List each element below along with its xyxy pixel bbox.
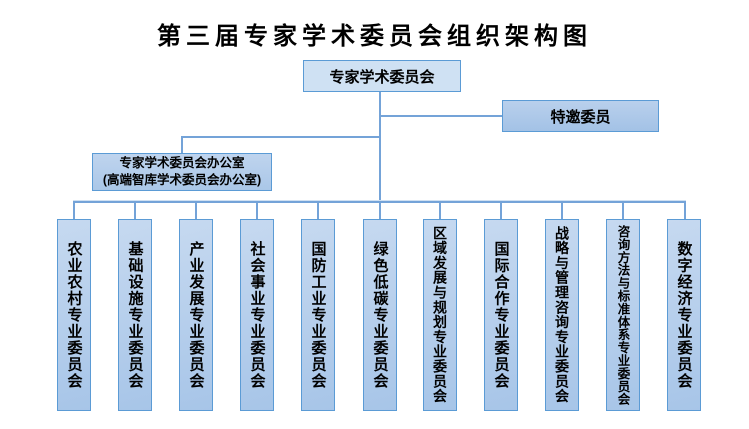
committee-label: 国际合作专业委员会 [492,240,510,390]
committee-label: 国防工业专业委员会 [309,240,327,390]
connector-drop-8 [500,201,502,219]
root-box: 专家学术委员会 [303,60,461,92]
committee-label: 基础设施专业委员会 [126,240,144,390]
connector-drop-4 [256,201,258,219]
connector-office-horizontal [181,136,380,138]
connector-drop-6 [379,201,381,219]
committee-label: 区域发展与规划专业委员会 [432,226,448,404]
connector-drop-10 [622,201,624,219]
connector-office-vertical [181,136,183,153]
connector-drop-2 [134,201,136,219]
connector-drop-3 [195,201,197,219]
committee-label: 战略与管理咨询专业委员会 [554,226,570,404]
committee-box-agriculture-rural: 农业农村专业委员会 [57,219,91,411]
committee-box-infrastructure: 基础设施专业委员会 [118,219,152,411]
committee-box-strategy-management-consulting: 战略与管理咨询专业委员会 [545,219,579,411]
committee-label: 咨询方法与标准体系专业委员会 [615,224,630,406]
connector-drop-5 [317,201,319,219]
connector-special-horizontal [380,115,502,117]
committee-box-consulting-methods-standards: 咨询方法与标准体系专业委员会 [606,219,640,411]
committee-label: 农业农村专业委员会 [65,240,83,390]
committee-box-green-low-carbon: 绿色低碳专业委员会 [363,219,397,411]
office-box: 专家学术委员会办公室 (高端智库学术委员会办公室) [92,153,272,191]
committee-box-international-cooperation: 国际合作专业委员会 [484,219,518,411]
connector-root-vertical [379,92,381,202]
office-label-line1: 专家学术委员会办公室 [119,156,245,171]
special-member-label: 特邀委员 [550,108,611,126]
connector-drop-9 [561,201,563,219]
root-box-label: 专家学术委员会 [329,68,435,86]
office-label-line2: (高端智库学术委员会办公室) [102,173,262,187]
connector-drop-7 [439,201,441,219]
committee-box-digital-economy: 数字经济专业委员会 [667,219,701,411]
connector-drop-11 [684,201,686,219]
committee-box-regional-development-planning: 区域发展与规划专业委员会 [423,219,457,411]
committee-box-defense-industry: 国防工业专业委员会 [301,219,335,411]
special-member-box: 特邀委员 [502,100,659,132]
committee-box-social-affairs: 社会事业专业委员会 [240,219,274,411]
connector-drop-1 [73,201,75,219]
committee-label: 产业发展专业委员会 [187,240,205,390]
committee-label: 数字经济专业委员会 [675,240,693,390]
committee-box-industrial-development: 产业发展专业委员会 [179,219,213,411]
committee-label: 社会事业专业委员会 [248,240,266,390]
committee-label: 绿色低碳专业委员会 [371,240,389,390]
org-chart-title: 第三届专家学术委员会组织架构图 [157,21,592,50]
